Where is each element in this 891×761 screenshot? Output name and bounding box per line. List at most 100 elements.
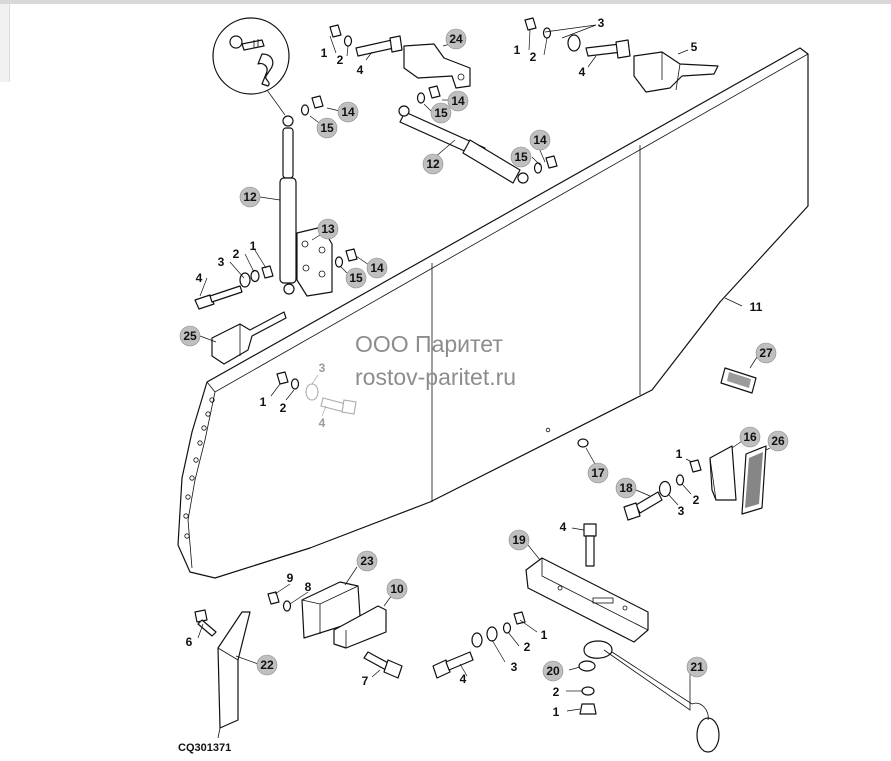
callout-label: 4 [560, 520, 567, 534]
callout: 8 [305, 580, 312, 594]
plug-17 [577, 438, 589, 448]
callout-label: 12 [426, 157, 440, 171]
callout-label: 21 [690, 660, 704, 674]
callout-label: 2 [553, 685, 560, 699]
callout-label: 22 [260, 658, 274, 672]
callout-label: 3 [218, 255, 225, 269]
callout-label: 11 [750, 300, 763, 314]
callout: 15 [316, 117, 338, 139]
callout-label: 1 [514, 43, 521, 57]
callout: 2 [524, 640, 531, 654]
callout-label: 15 [349, 271, 363, 285]
hardware-set-right [623, 459, 702, 521]
callout: 1 [260, 395, 267, 409]
inset-detail-magnifier [212, 17, 290, 116]
bracket-16 [709, 445, 737, 501]
callout: 1 [541, 628, 548, 642]
bracket-5 [524, 17, 719, 93]
callout: 4 [319, 416, 326, 430]
callout-label: 1 [553, 705, 560, 719]
callout-label: 24 [449, 32, 463, 46]
callout: 15 [510, 146, 532, 168]
callout: 9 [287, 571, 294, 585]
callout: 3 [678, 504, 685, 518]
watermark-company-name: ООО Паритет [355, 331, 503, 357]
bolt-6 [194, 609, 217, 637]
callout-label: 1 [676, 447, 683, 461]
bracket-25 [211, 311, 287, 365]
callout-label: 27 [759, 346, 773, 360]
callout: 4 [560, 520, 567, 534]
callout-label: 2 [280, 401, 287, 415]
plate-22 [217, 611, 251, 739]
callout-label: 23 [360, 554, 374, 568]
plate-27 [720, 367, 757, 394]
callout: 4 [196, 271, 203, 285]
window-top-strip [0, 0, 891, 4]
callout-label: 4 [357, 63, 364, 77]
callout: 1 [250, 239, 257, 253]
callout-label: 9 [287, 571, 294, 585]
panel-mounting-holes [183, 397, 215, 539]
callout: 15 [345, 267, 367, 289]
callout: 14 [529, 129, 551, 151]
callout-label: 15 [434, 106, 448, 120]
bracket-19 [525, 557, 649, 643]
callout-label: 4 [196, 271, 203, 285]
callout-label: 2 [233, 247, 240, 261]
callout: 20 [542, 660, 564, 682]
callout: 22 [256, 654, 278, 676]
callout: 2 [280, 401, 287, 415]
callout: 3 [511, 660, 518, 674]
bolt-7 [363, 651, 403, 679]
watermark-website: rostov-paritet.ru [355, 364, 516, 390]
callout: 3 [218, 255, 225, 269]
callout-label: 15 [514, 150, 528, 164]
callout-label: 13 [321, 222, 335, 236]
callout: 12 [239, 186, 261, 208]
callout-label: 8 [305, 580, 312, 594]
callout: 18 [615, 477, 637, 499]
callout: 11 [750, 300, 763, 314]
callout: 2 [693, 493, 700, 507]
callout-label: 2 [337, 53, 344, 67]
callout-label: 14 [451, 94, 465, 108]
callout-label: 3 [678, 504, 685, 518]
callout-label: 3 [319, 361, 326, 375]
callout-label: 25 [183, 329, 197, 343]
callout-label: 12 [243, 190, 257, 204]
callout: 26 [767, 430, 789, 452]
callout-label: 14 [370, 261, 384, 275]
callout: 1 [676, 447, 683, 461]
callout-label: 2 [693, 493, 700, 507]
callout-label: 14 [341, 105, 355, 119]
hardware-set-bottom [432, 611, 526, 679]
drawing-number: CQ301371 [178, 742, 231, 754]
callout: 2 [337, 53, 344, 67]
leader-lines [197, 24, 771, 712]
callout-label: 18 [619, 481, 633, 495]
callout: 1 [321, 46, 328, 60]
callout: 12 [422, 153, 444, 175]
callout-label: 4 [460, 672, 467, 686]
nuts-8-9 [267, 591, 292, 612]
callout: 24 [445, 28, 467, 50]
callout: 3 [598, 16, 605, 30]
gas-strut-12-vertical [279, 115, 297, 295]
callout: 3 [319, 361, 326, 375]
callout-label: 4 [579, 65, 586, 79]
callout: 4 [357, 63, 364, 77]
callout-label: 3 [598, 16, 605, 30]
callout: 10 [386, 578, 408, 600]
callout-label: 19 [512, 533, 526, 547]
callout-label: 10 [390, 582, 404, 596]
callout: 13 [317, 218, 339, 240]
callout: 16 [739, 426, 761, 448]
callout: 4 [460, 672, 467, 686]
callout-label: 4 [319, 416, 326, 430]
callout: 2 [553, 685, 560, 699]
callout: 15 [430, 102, 452, 124]
bolt-4-vertical [583, 523, 597, 567]
callout: 4 [579, 65, 586, 79]
